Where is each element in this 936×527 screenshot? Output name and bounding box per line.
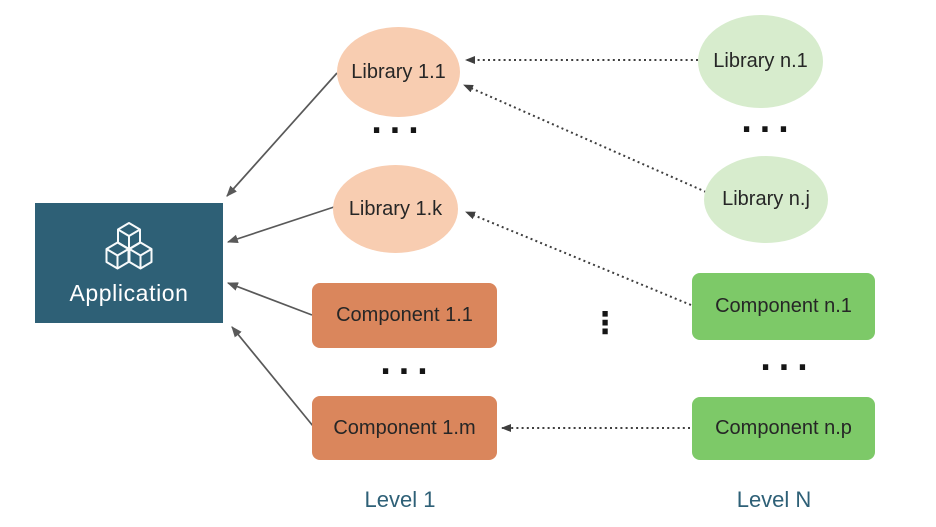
component-n-1-node: Component n.1 (692, 273, 875, 340)
edge-comp_1_1-to-application (226, 282, 313, 316)
edge-comp_n_1-to-lib_1_k (465, 211, 692, 306)
ellipsis-components-level1: ... (379, 347, 436, 382)
library-1-1-label: Library 1.1 (351, 60, 446, 83)
ellipsis-components-levelN: ... (759, 343, 816, 378)
component-n-p-node: Component n.p (692, 397, 875, 460)
component-1-m-node: Component 1.m (312, 396, 497, 460)
application-label: Application (69, 279, 189, 306)
ellipsis-libraries-levelN: ... (740, 105, 797, 140)
library-1-k-label: Library 1.k (348, 197, 443, 220)
component-1-1-label: Component 1.1 (336, 304, 473, 326)
level-n-label: Level N (736, 487, 812, 512)
component-1-m-label: Component 1.m (333, 416, 476, 439)
application-node: Application (35, 203, 223, 323)
edge-lib_1_k-to-application (226, 206, 335, 244)
component-1-1-node: Component 1.1 (312, 283, 497, 348)
edge-lib_1_1-to-application (226, 72, 338, 197)
library-1-1-node: Library 1.1 (337, 27, 460, 117)
component-n-p-label: Component n.p (715, 417, 852, 439)
library-n-j-label: Library n.j (722, 188, 810, 210)
component-n-1-label: Component n.1 (715, 295, 852, 317)
edge-comp_1_m-to-application (231, 326, 314, 427)
ellipsis-libraries-level1: ... (370, 106, 427, 141)
library-1-k-node: Library 1.k (333, 165, 458, 253)
library-n-j-node: Library n.j (704, 156, 828, 243)
library-n-1-label: Library n.1 (713, 50, 808, 72)
cubes-icon (105, 221, 153, 269)
level-1-label: Level 1 (364, 487, 436, 512)
library-n-1-node: Library n.1 (698, 15, 823, 108)
ellipsis-levels-vertical: ⋮ (590, 306, 620, 341)
edge-lib_n_j-to-lib_1_1 (463, 84, 707, 193)
